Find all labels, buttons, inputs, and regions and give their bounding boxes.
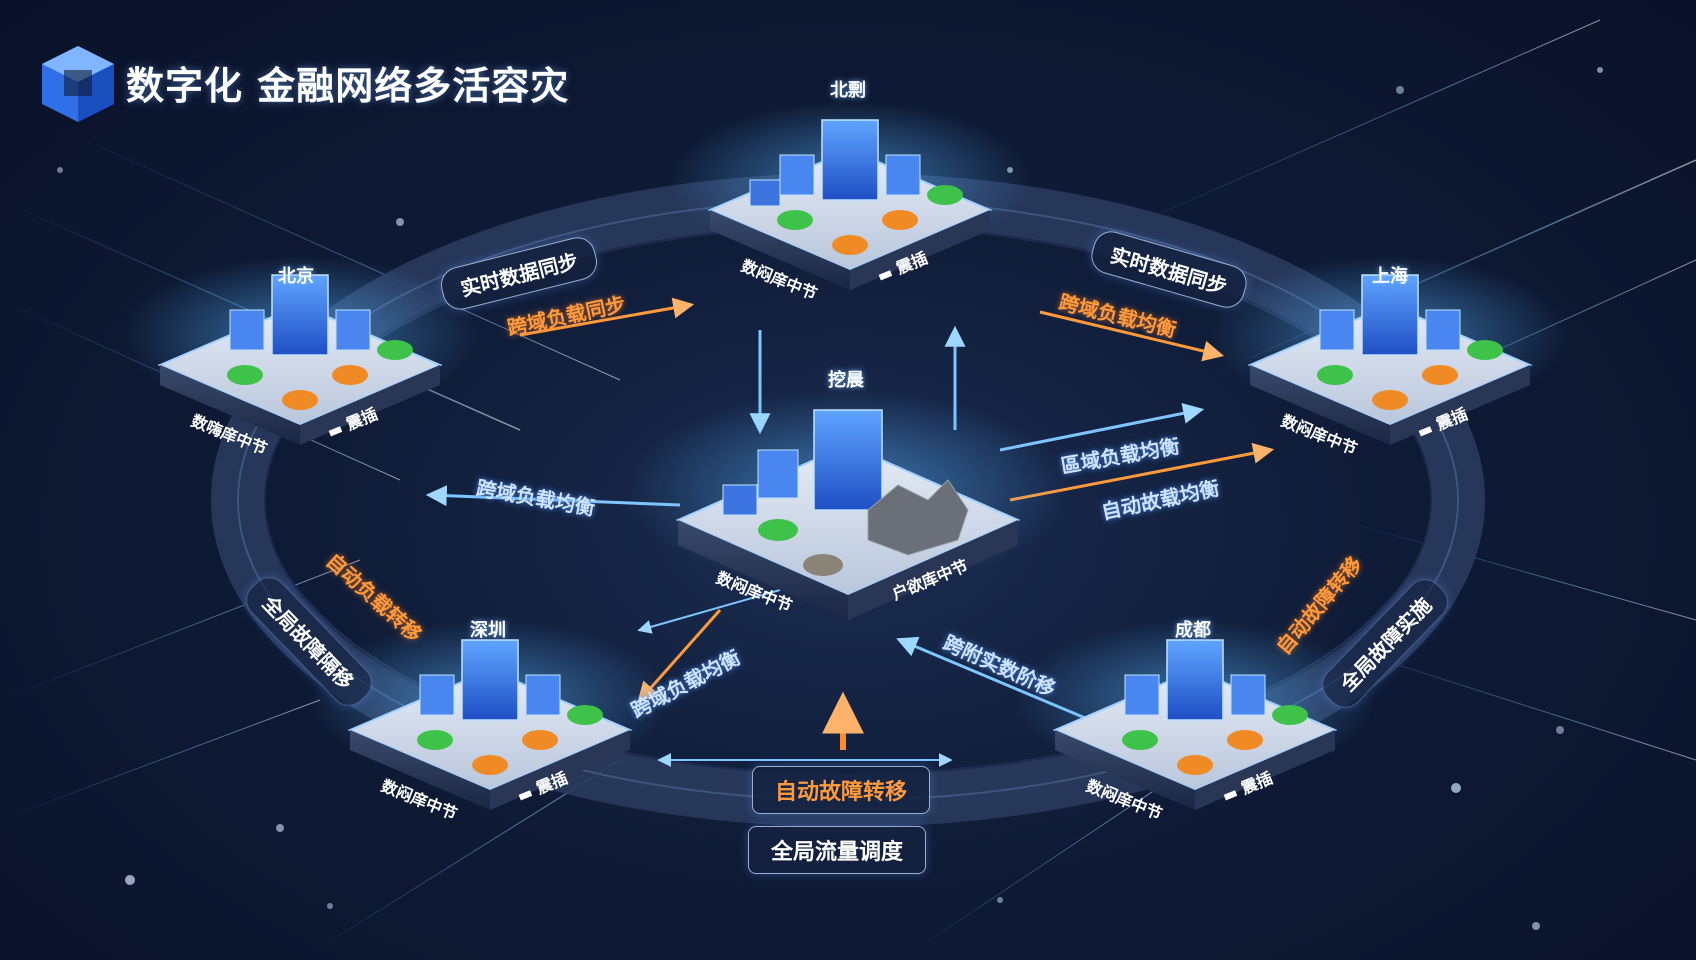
node-center[interactable] (628, 390, 1068, 620)
city-shenzhen: 深圳 (470, 620, 506, 641)
city-north: 北剽 (830, 80, 866, 101)
page-title: 数字化 金融网络多活容灾 (126, 63, 570, 108)
city-center: 挖晨 (828, 370, 864, 391)
city-shanghai: 上海 (1372, 266, 1408, 287)
cube-logo-icon (42, 46, 114, 122)
logo-spacer (40, 44, 112, 120)
city-beijing: 北京 (278, 266, 314, 287)
node-shenzhen[interactable] (310, 620, 670, 810)
node-beijing[interactable] (120, 255, 480, 445)
background-particles (57, 67, 1603, 930)
node-north[interactable] (670, 100, 1030, 290)
node-shanghai[interactable] (1210, 255, 1570, 445)
header: 数字化 金融网络多活容灾 (40, 44, 569, 120)
city-chengdu: 成都 (1175, 620, 1211, 641)
label-auto-bottom: 自动故障转移 (752, 766, 931, 814)
node-chengdu[interactable] (1015, 620, 1375, 810)
label-global-bottom: 全局流量调度 (748, 826, 927, 874)
flow-arrows (425, 297, 1275, 767)
